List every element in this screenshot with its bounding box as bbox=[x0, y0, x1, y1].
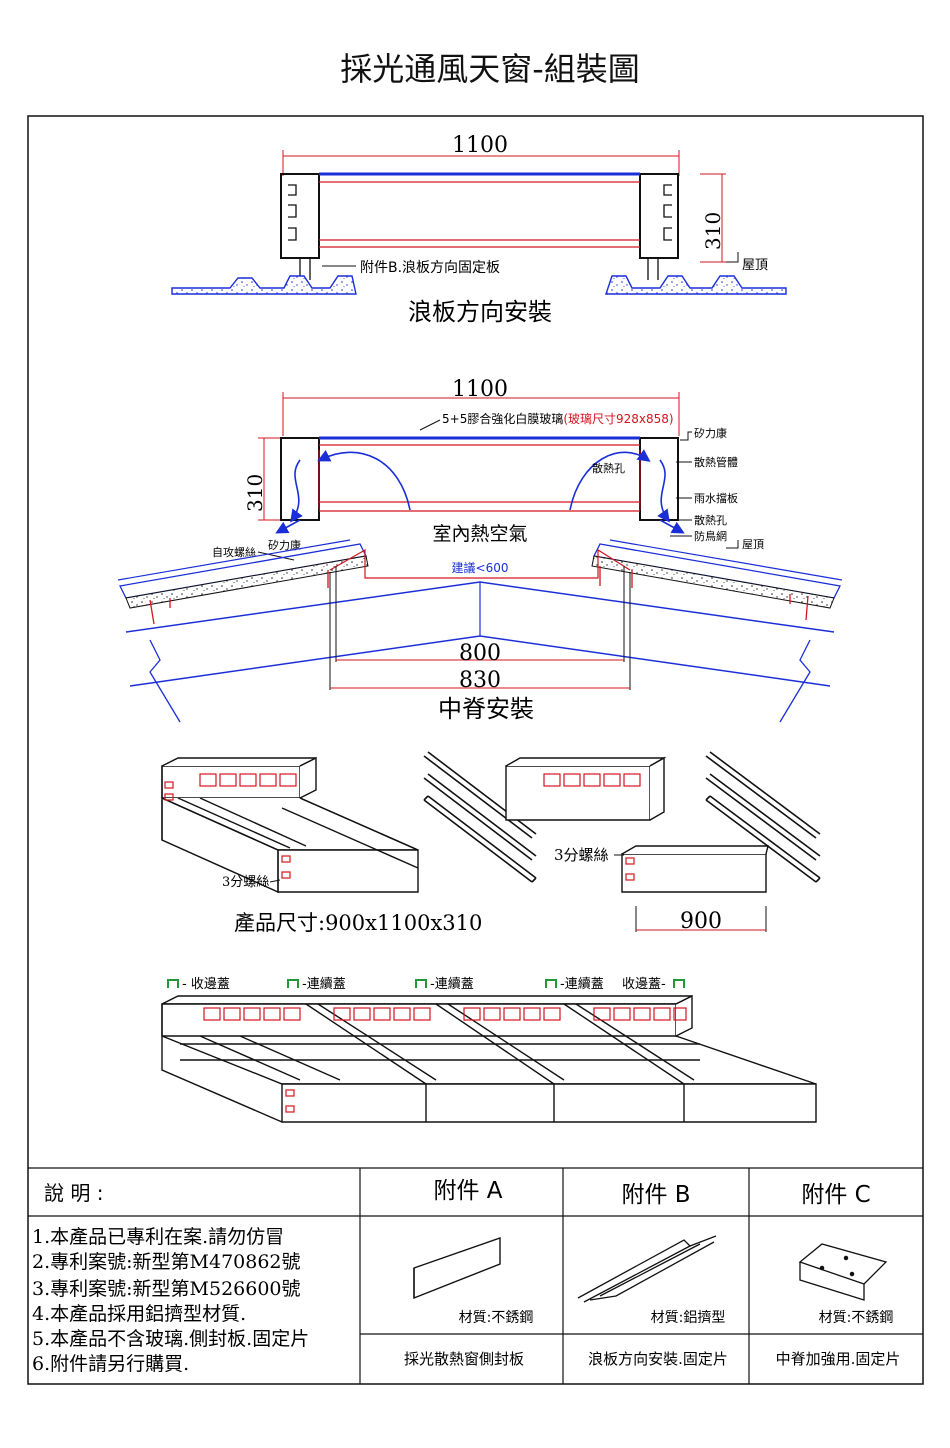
cover-cont-2: -連續蓋 bbox=[430, 977, 474, 992]
attachment-c-material: 材質:不銹鋼 bbox=[819, 1310, 894, 1326]
attachment-b-label: 附件B.浪板方向固定板 bbox=[360, 260, 500, 276]
note-5: 5.本產品不含玻璃.側封板.固定片 bbox=[32, 1328, 309, 1350]
left-callout-screw: 自攻螺絲 bbox=[212, 545, 256, 559]
corrugated-roof-label: 屋頂 bbox=[742, 258, 768, 273]
attachment-a-drawing bbox=[413, 1237, 501, 1300]
cover-end-2: 收邊蓋- bbox=[622, 977, 666, 992]
ridge-install-section: 1100 5+5膠合強化白膜玻璃(玻璃尺寸928x858) 310 bbox=[117, 377, 843, 723]
ridge-callout-roof: 屋頂 bbox=[742, 538, 764, 551]
ridge-callout-rain-baffle: 雨水擋板 bbox=[694, 491, 738, 505]
product-dim-900: 900 bbox=[680, 909, 722, 934]
corrugated-caption: 浪板方向安裝 bbox=[408, 298, 552, 326]
ridge-callout-vent-body: 散熱管體 bbox=[694, 455, 738, 469]
attachment-a-usage: 採光散熱窗側封板 bbox=[404, 1350, 524, 1368]
corrugated-frame-right bbox=[639, 173, 679, 259]
product-frame-3d bbox=[161, 756, 419, 894]
cover-end-1: - 收邊蓋 bbox=[182, 977, 230, 992]
attachment-b-usage: 浪板方向安裝.固定片 bbox=[588, 1350, 728, 1368]
hot-air-label: 室內熱空氣 bbox=[432, 523, 527, 545]
ridge-frame-left bbox=[280, 437, 320, 521]
corrugated-install-section: 1100 310 附件B.浪板方向固定板 屋頂 浪板方向安裝 bbox=[171, 133, 787, 326]
note-4: 4.本產品採用鋁擠型材質. bbox=[32, 1303, 246, 1325]
glass-label: 5+5膠合強化白膜玻璃(玻璃尺寸928x858) bbox=[442, 411, 674, 426]
product-screw-label-1: 3分螺絲 bbox=[222, 875, 269, 890]
product-screw-label-2: 3分螺絲 bbox=[554, 846, 609, 864]
ridge-callout-silicone: 矽力康 bbox=[694, 426, 727, 440]
product-size-label: 產品尺寸:900x1100x310 bbox=[234, 911, 482, 935]
corrugated-roof-right bbox=[605, 275, 787, 295]
ridge-frame-right bbox=[639, 437, 679, 521]
corrugated-width-dim: 1100 bbox=[452, 133, 508, 158]
spec-table bbox=[28, 1167, 923, 1384]
cover-cont-1: -連續蓋 bbox=[302, 977, 346, 992]
attachment-a-header: 附件 A bbox=[433, 1178, 502, 1204]
ridge-caption: 中脊安裝 bbox=[438, 695, 534, 723]
page-title: 採光通風天窗-組裝圖 bbox=[340, 50, 640, 88]
attachment-b-drawing bbox=[577, 1235, 717, 1303]
attachment-c-drawing bbox=[798, 1243, 888, 1301]
note-2: 2.專利案號:新型第M470862號 bbox=[32, 1251, 301, 1273]
ridge-dim-800: 800 bbox=[459, 641, 501, 666]
exploded-rails-right bbox=[705, 751, 821, 883]
inner-vent-hole-label: 散熱孔 bbox=[592, 461, 625, 475]
product-bottom-module bbox=[621, 845, 769, 893]
corrugated-roof-left bbox=[171, 275, 357, 295]
corrugated-height-dim: 310 bbox=[701, 212, 725, 250]
note-3: 3.專利案號:新型第M526600號 bbox=[32, 1278, 301, 1300]
note-6: 6.附件請另行購買. bbox=[32, 1353, 189, 1375]
combination-section: - 收邊蓋 -連續蓋 -連續蓋 -連續蓋 收邊蓋- bbox=[161, 977, 817, 1123]
attachment-c-usage: 中脊加強用.固定片 bbox=[776, 1350, 901, 1368]
suggest-label: 建議<600 bbox=[452, 561, 509, 575]
cover-cont-3: -連續蓋 bbox=[560, 977, 604, 992]
drawing-frame bbox=[27, 115, 924, 1385]
product-top-module bbox=[505, 756, 667, 821]
attachment-a-material: 材質:不銹鋼 bbox=[459, 1310, 534, 1326]
ridge-height-dim: 310 bbox=[243, 474, 267, 512]
ridge-callout-bird-net: 防鳥網 bbox=[694, 529, 727, 543]
attachment-b-header: 附件 B bbox=[621, 1182, 690, 1208]
attachment-b-material: 材質:鋁擠型 bbox=[651, 1310, 726, 1326]
notes-header: 說 明 : bbox=[44, 1181, 103, 1205]
note-1: 1.本產品已專利在案.請勿仿冒 bbox=[32, 1226, 284, 1248]
ridge-dim-830: 830 bbox=[459, 668, 501, 693]
ridge-callout-vent-hole: 散熱孔 bbox=[694, 513, 727, 527]
ridge-width-dim: 1100 bbox=[452, 377, 508, 402]
attachment-c-header: 附件 C bbox=[801, 1182, 870, 1208]
product-section: 3分螺絲 3分螺絲 bbox=[161, 751, 821, 935]
left-callout-silicone: 矽力康 bbox=[268, 538, 301, 552]
corrugated-frame-left bbox=[280, 173, 320, 259]
